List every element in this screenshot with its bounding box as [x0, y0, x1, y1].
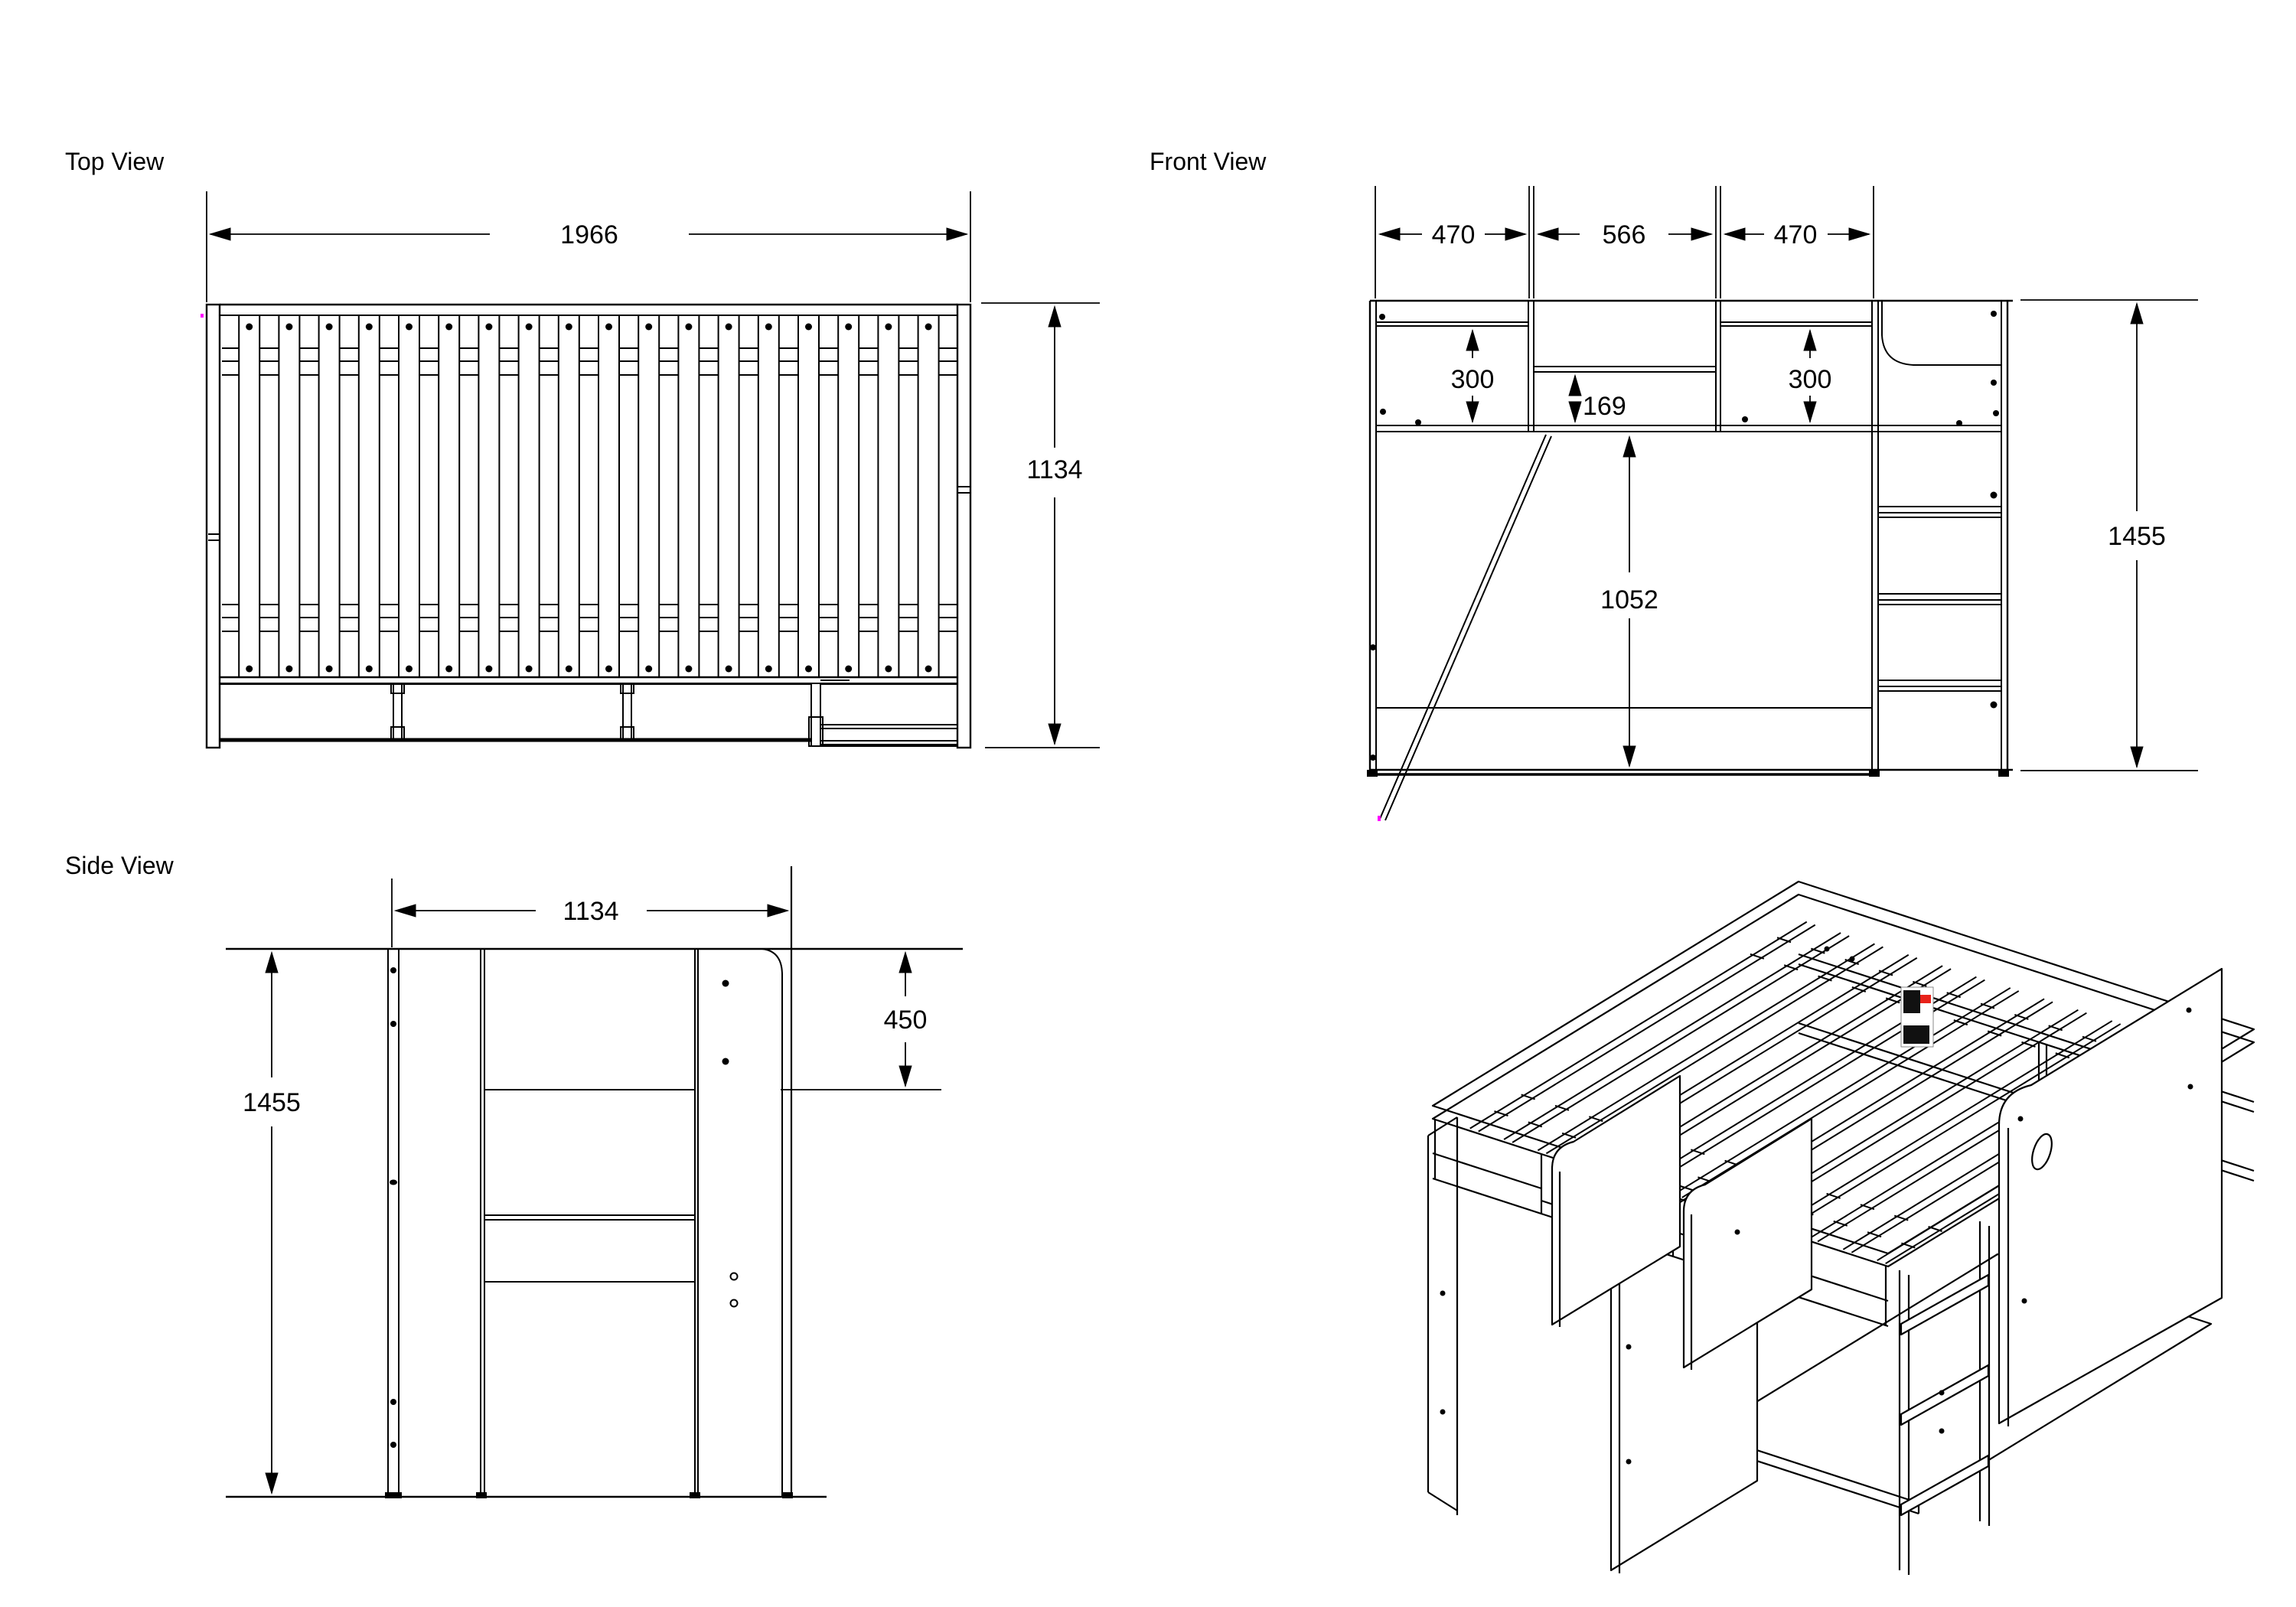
iso-screw-holes — [1440, 946, 2193, 1465]
front-view-screw-holes — [1370, 311, 1999, 761]
side-view-label: Side View — [65, 852, 174, 879]
dim-front-cubby-right: 300 — [1789, 365, 1832, 394]
isometric-view-drawing — [1427, 880, 2255, 1575]
dim-side-height: 1455 — [243, 1088, 301, 1117]
front-view-drawing: Front View 470 566 470 — [1150, 148, 2198, 821]
top-view-slats — [238, 315, 940, 678]
dim-side-top-section: 450 — [884, 1006, 928, 1035]
top-view-storage-row — [219, 680, 957, 747]
dim-front-cubby-middle: 169 — [1583, 392, 1626, 421]
warning-sticker — [1900, 986, 1934, 1048]
dim-top-length: 1966 — [560, 220, 618, 249]
sticker-red-chip — [1920, 995, 1931, 1003]
side-view-drawing: Side View 1134 1455 450 — [65, 852, 963, 1498]
print-artifact — [1378, 816, 1381, 821]
side-view-screw-holes — [390, 967, 729, 1448]
dim-front-bay-right: 470 — [1774, 220, 1818, 249]
dim-front-under-bed: 1052 — [1600, 585, 1658, 614]
dim-front-bay-left: 470 — [1432, 220, 1476, 249]
dim-front-cubby-left: 300 — [1451, 365, 1495, 394]
dim-top-depth: 1134 — [1026, 455, 1082, 484]
dim-front-height: 1455 — [2108, 522, 2166, 551]
front-view-ladder-rungs — [1878, 506, 2001, 692]
top-view-battens — [222, 347, 957, 632]
dim-front-bay-middle: 566 — [1603, 220, 1646, 249]
top-view-drawing: Top View 1966 1134 — [65, 148, 1100, 749]
top-view-label: Top View — [65, 148, 165, 175]
front-view-label: Front View — [1150, 148, 1267, 175]
print-artifact — [201, 314, 204, 318]
dim-side-depth: 1134 — [563, 897, 618, 926]
